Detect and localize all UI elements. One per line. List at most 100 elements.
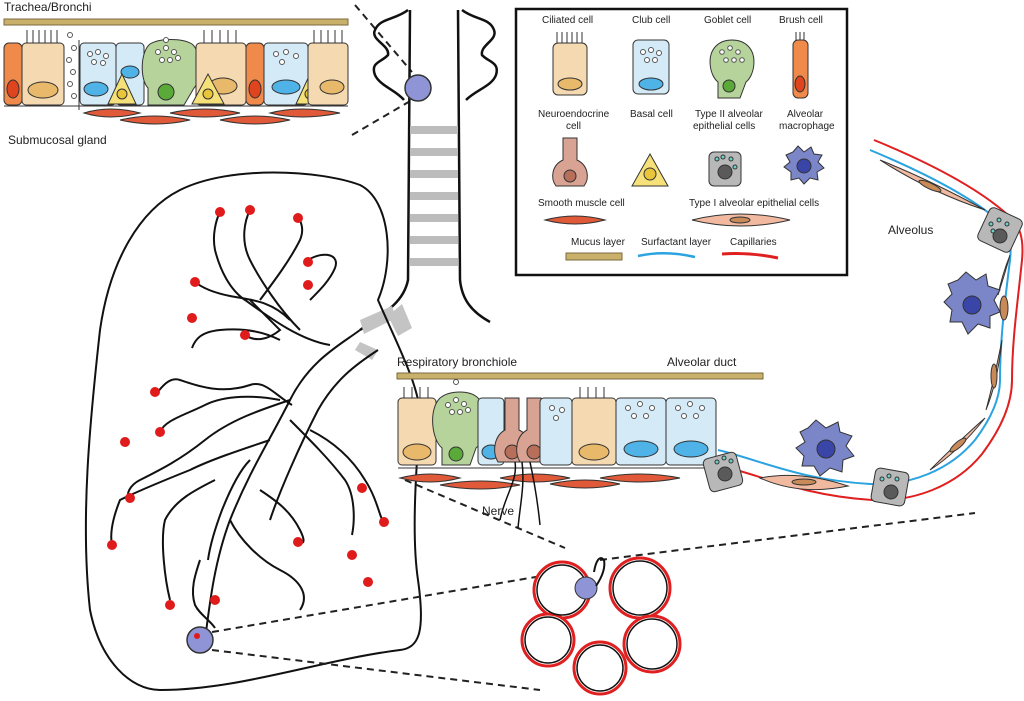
inset-connector — [404, 479, 566, 549]
submucosal-gland-label: Submucosal gland — [8, 133, 107, 147]
alveolar-sac-cluster — [520, 556, 682, 696]
club-cell-granules — [87, 49, 109, 66]
legend-label-type2-2: epithelial cells — [693, 121, 755, 132]
legend-smooth-muscle-icon — [543, 215, 607, 225]
ciliated-cell — [307, 42, 349, 106]
nerve-label: Nerve — [482, 504, 514, 518]
club-cell-granules — [625, 401, 655, 419]
cartilage-rings — [410, 126, 458, 266]
respiratory-bronchiole-label: Respiratory bronchiole — [397, 355, 517, 369]
legend-label-macro-2: macrophage — [779, 121, 835, 132]
respiratory-bronchiole-panel: Respiratory bronchiole Alveolar duct — [396, 355, 764, 529]
legend-label-brush: Brush cell — [779, 15, 823, 26]
club-cell-granules — [675, 401, 705, 419]
basal-cell-nucleus — [202, 88, 214, 100]
inset-connector — [211, 571, 566, 633]
legend-label-basal: Basal cell — [630, 109, 673, 120]
club-cell — [539, 397, 573, 466]
goblet-cell-mucin — [445, 379, 471, 415]
cilia — [403, 387, 429, 398]
legend-club-cell-icon — [632, 39, 670, 95]
alveolus-wall: Alveolus — [702, 139, 1024, 507]
legend-label-neuro-1: Neuroendocrine — [538, 109, 610, 120]
type2-alveolar-cell — [870, 467, 910, 507]
smooth-muscle-layer — [398, 473, 681, 490]
legend-label-neuro-2: cell — [566, 121, 581, 132]
legend-label-type1: Type I alveolar epithelial cells — [689, 198, 819, 209]
legend-mucus-swatch — [565, 252, 623, 261]
legend-label-mucus: Mucus layer — [571, 237, 626, 248]
basal-cell-nucleus — [116, 88, 128, 100]
alveolar-macrophage — [795, 419, 855, 477]
legend: Ciliated cell Club cell Goblet cell Brus… — [514, 7, 849, 277]
alveolar-sac-marker — [186, 626, 214, 654]
neuroendocrine-cell-nucleus — [526, 444, 542, 460]
bronchial-tree — [110, 209, 385, 641]
cilia — [579, 387, 605, 398]
trachea-epithelium-panel: Trachea/Bronchi — [3, 0, 349, 147]
capillary-line — [721, 139, 1024, 502]
club-cell-nucleus — [673, 440, 709, 458]
alveolar-duct-label: Alveolar duct — [667, 355, 737, 369]
type2-alveolar-cell — [977, 207, 1023, 253]
alveolar-sac-marker-dot — [194, 633, 200, 639]
nerve-fibers — [499, 461, 541, 529]
legend-capillary-swatch — [721, 252, 779, 260]
ciliated-cell-nucleus — [27, 81, 59, 99]
legend-label-capillaries: Capillaries — [730, 237, 777, 248]
smooth-muscle-layer — [82, 108, 341, 125]
club-cell-nucleus — [623, 440, 659, 458]
brush-cell-nucleus — [248, 79, 262, 99]
type2-alveolar-cell — [702, 451, 744, 493]
type1-nuclei — [791, 179, 1009, 486]
legend-brush-cell-icon — [792, 32, 809, 99]
goblet-cell-nucleus — [448, 446, 464, 462]
bronchiole-mucus-layer — [396, 372, 764, 380]
trachea-glands — [372, 8, 499, 101]
legend-goblet-cell-icon — [709, 39, 755, 99]
inset-connector — [354, 4, 413, 73]
cilia — [313, 30, 343, 43]
inset-connector — [351, 99, 413, 136]
legend-label-ciliated: Ciliated cell — [542, 15, 593, 26]
ciliated-cell-nucleus — [402, 443, 432, 461]
submucosal-gland-secretion — [66, 32, 77, 99]
legend-surfactant-swatch — [637, 252, 696, 259]
alveolar-duct-center — [586, 611, 614, 639]
inset-connector — [211, 649, 541, 691]
alveolus-label: Alveolus — [888, 223, 933, 237]
legend-label-club: Club cell — [632, 15, 670, 26]
legend-label-macro-1: Alveolar — [787, 109, 824, 120]
legend-type1-cell-icon — [691, 213, 791, 227]
legend-label-surfactant: Surfactant layer — [641, 237, 712, 248]
legend-macrophage-icon — [783, 145, 825, 185]
lung — [84, 171, 422, 692]
goblet-cell-mucin — [155, 37, 181, 63]
trachea-mucus-layer — [3, 18, 349, 26]
club-cell-granules — [549, 405, 565, 421]
ciliated-cell-nucleus — [319, 79, 345, 95]
type1-alveolar-cell — [997, 254, 1011, 296]
inset-connector — [599, 512, 976, 561]
legend-label-type2-1: Type II alveolar — [695, 109, 763, 120]
club-cell-nucleus — [83, 81, 109, 97]
legend-label-goblet: Goblet cell — [704, 15, 751, 26]
legend-label-smooth: Smooth muscle cell — [538, 198, 625, 209]
club-cell-nucleus — [271, 79, 301, 95]
cilia — [26, 30, 58, 43]
type1-alveolar-cell — [985, 339, 1003, 411]
goblet-cell-nucleus — [157, 83, 175, 101]
alveolar-inset-marker — [574, 576, 598, 600]
ciliated-cell-nucleus — [578, 443, 610, 461]
legend-neuroendocrine-cell-icon — [552, 137, 588, 187]
alveoli-red-dots — [107, 205, 389, 610]
club-cell-granules — [273, 49, 299, 65]
alveoli-inner — [524, 560, 678, 692]
club-cell-nucleus — [120, 65, 140, 79]
legend-type2-cell-icon — [708, 151, 742, 187]
cilia — [203, 30, 237, 43]
legend-basal-cell-icon — [631, 152, 669, 187]
trachea — [355, 8, 499, 360]
legend-ciliated-cell-icon — [552, 32, 588, 96]
